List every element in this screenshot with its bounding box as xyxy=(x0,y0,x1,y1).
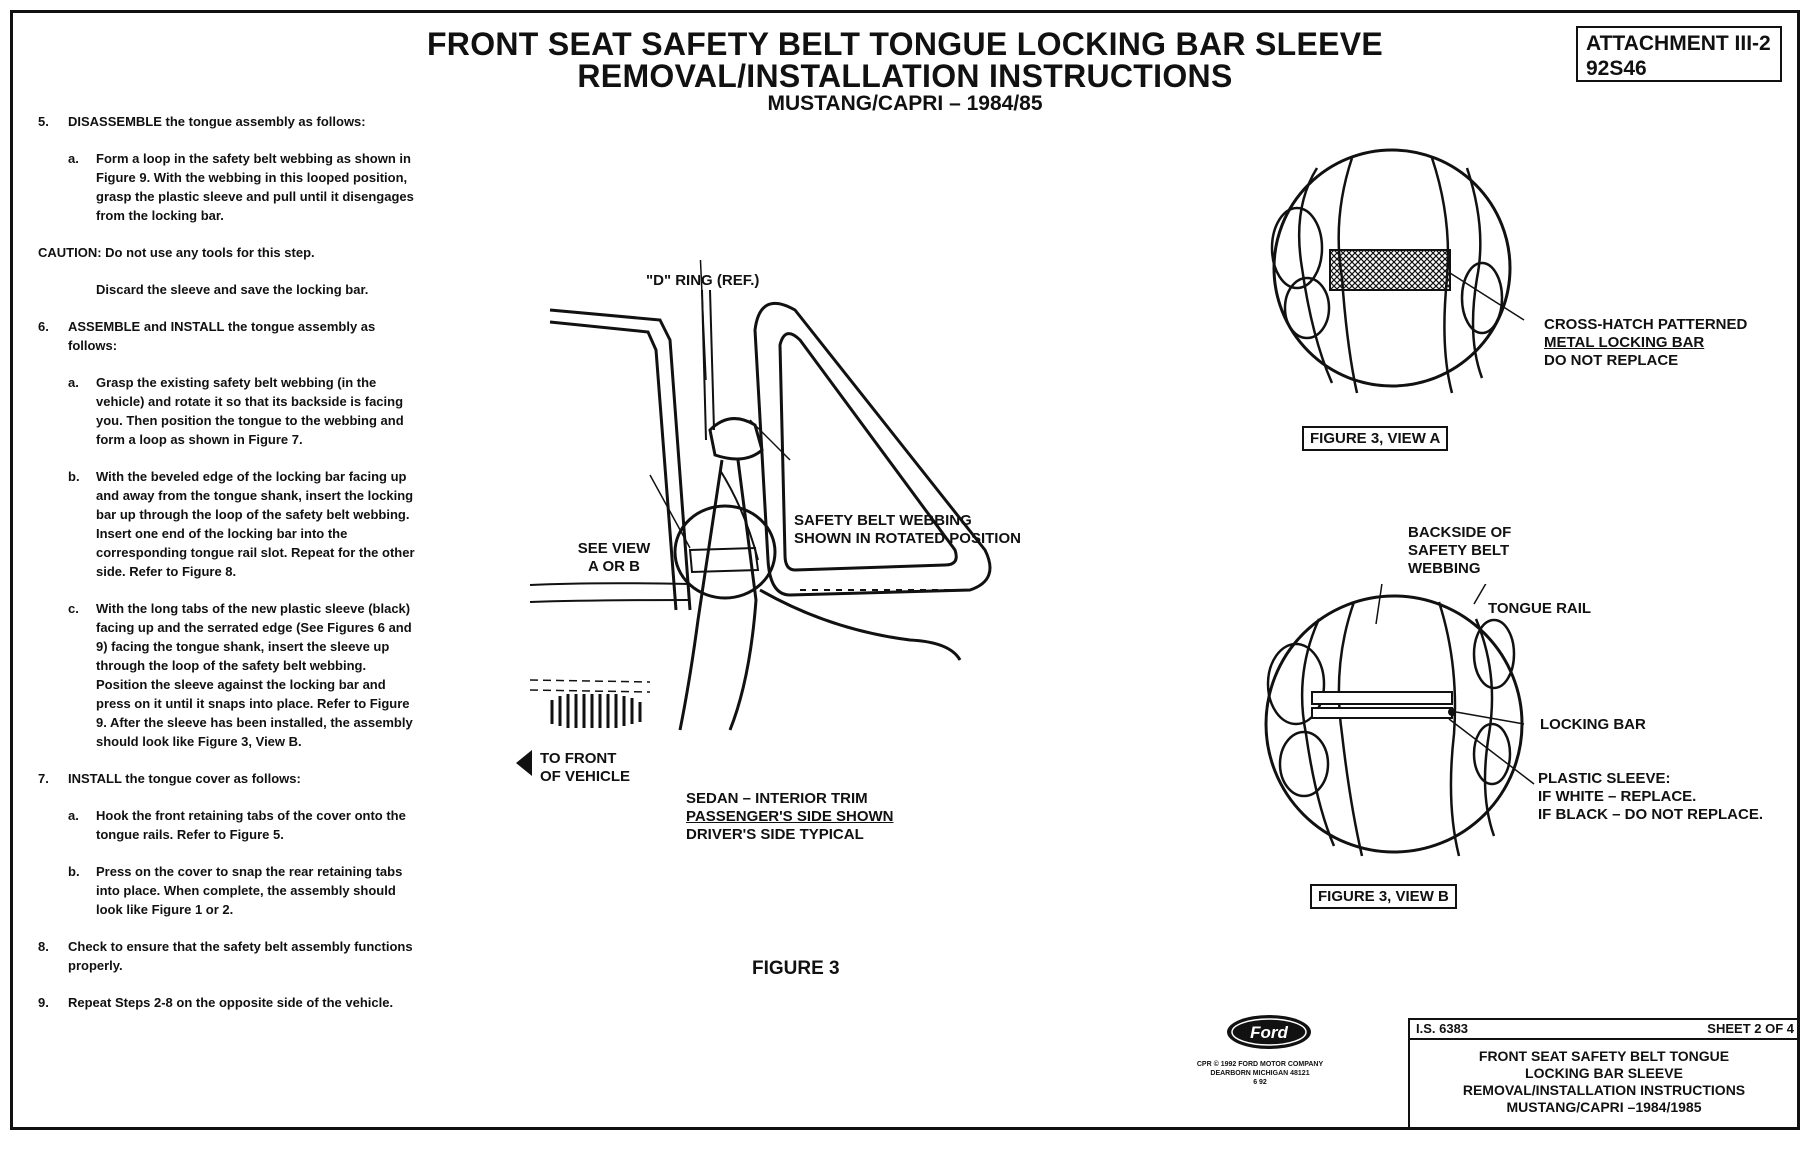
instructions: 5.DISASSEMBLE the tongue assembly as fol… xyxy=(38,112,420,1030)
title-line-1: FRONT SEAT SAFETY BELT TONGUE LOCKING BA… xyxy=(426,26,1384,62)
step-6b: b.With the beveled edge of the locking b… xyxy=(68,469,415,579)
figure-3-label: FIGURE 3 xyxy=(752,958,840,979)
title-block: I.S. 6383 SHEET 2 OF 4 FRONT SEAT SAFETY… xyxy=(1408,1018,1800,1130)
title-line-2: REMOVAL/INSTALLATION INSTRUCTIONS xyxy=(577,58,1233,94)
webbing-rotated-label: SAFETY BELT WEBBING SHOWN IN ROTATED POS… xyxy=(794,512,1021,547)
sedan-caption: SEDAN – INTERIOR TRIM PASSENGER'S SIDE S… xyxy=(686,790,894,843)
copyright-notice: CPR © 1992 FORD MOTOR COMPANY DEARBORN M… xyxy=(1196,1061,1324,1086)
step-8: 8.Check to ensure that the safety belt a… xyxy=(38,939,413,973)
discard-note: Discard the sleeve and save the locking … xyxy=(96,282,369,297)
step-7a: a.Hook the front retaining tabs of the c… xyxy=(68,808,406,842)
is-number: I.S. 6383 xyxy=(1416,1021,1469,1036)
figure-3-interior-illustration xyxy=(530,260,992,731)
page-frame xyxy=(10,10,1800,1130)
step-6c: c.With the long tabs of the new plastic … xyxy=(68,601,413,749)
step-6: 6.ASSEMBLE and INSTALL the tongue assemb… xyxy=(38,319,376,353)
see-view-label: SEE VIEW A OR B xyxy=(577,540,651,575)
title-block-body: FRONT SEAT SAFETY BELT TONGUE LOCKING BA… xyxy=(1462,1048,1746,1115)
to-front-label: TO FRONT OF VEHICLE xyxy=(540,750,631,785)
locking-bar-label: LOCKING BAR xyxy=(1540,716,1646,733)
step-7: 7.INSTALL the tongue cover as follows: xyxy=(38,771,301,786)
serrated-edge-graphic xyxy=(550,694,642,728)
plastic-sleeve-note: PLASTIC SLEEVE: IF WHITE – REPLACE. IF B… xyxy=(1538,770,1764,823)
attachment-code: 92S46 xyxy=(1586,57,1647,80)
sheet-number: SHEET 2 OF 4 xyxy=(1707,1021,1794,1036)
caution-note: CAUTION: Do not use any tools for this s… xyxy=(38,245,315,260)
step-5: 5.DISASSEMBLE the tongue assembly as fol… xyxy=(38,114,366,129)
locking-bar-note: CROSS-HATCH PATTERNED METAL LOCKING BAR … xyxy=(1544,316,1748,369)
svg-text:Ford: Ford xyxy=(1250,1023,1288,1042)
step-5a: a.Form a loop in the safety belt webbing… xyxy=(68,151,414,223)
arrow-left-icon xyxy=(516,750,532,776)
view-a-caption: FIGURE 3, VIEW A xyxy=(1302,426,1449,451)
ford-logo: Ford xyxy=(1227,1015,1311,1049)
figure-3-view-b-illustration xyxy=(1264,584,1535,857)
step-6a: a.Grasp the existing safety belt webbing… xyxy=(68,375,404,447)
figure-3-view-a-illustration xyxy=(1270,148,1525,394)
d-ring-label: "D" RING (REF.) xyxy=(646,272,760,289)
title-line-3: MUSTANG/CAPRI – 1984/85 xyxy=(767,92,1043,115)
step-9: 9.Repeat Steps 2-8 on the opposite side … xyxy=(38,995,394,1010)
step-7b: b.Press on the cover to snap the rear re… xyxy=(68,864,403,917)
tongue-rail-label: TONGUE RAIL xyxy=(1488,600,1592,617)
view-b-caption: FIGURE 3, VIEW B xyxy=(1310,884,1457,909)
title-block-header: I.S. 6383 SHEET 2 OF 4 xyxy=(1410,1020,1798,1040)
attachment-box: ATTACHMENT III-2 92S46 xyxy=(1576,26,1782,82)
attachment-number: ATTACHMENT III-2 xyxy=(1586,32,1771,55)
backside-webbing-label: BACKSIDE OF SAFETY BELT WEBBING xyxy=(1408,524,1512,577)
